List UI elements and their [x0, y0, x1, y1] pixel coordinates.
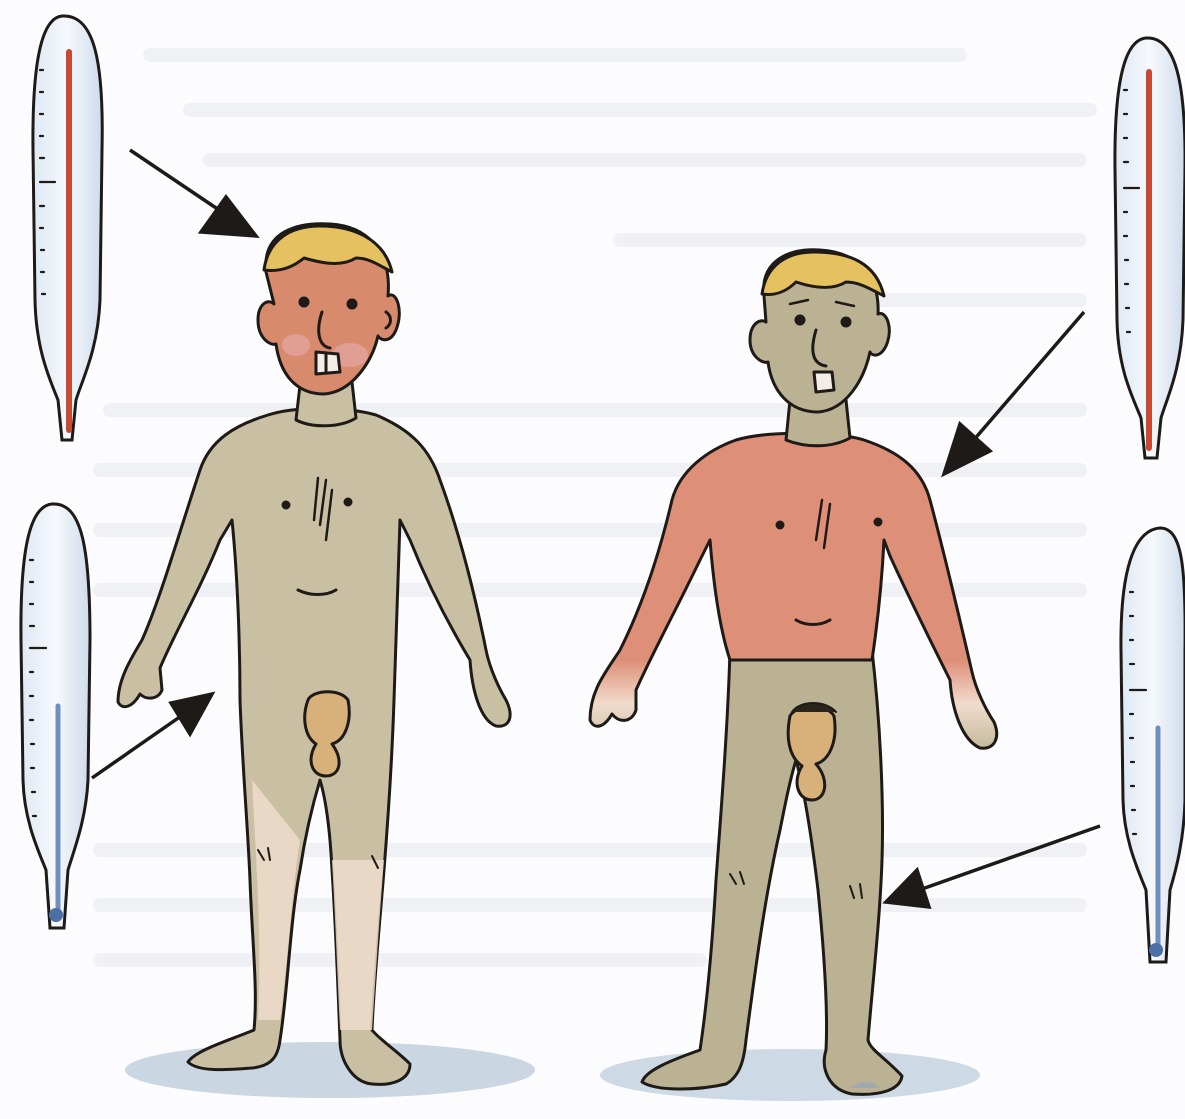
thermometer-icon	[1115, 38, 1185, 458]
right-figure-legs	[642, 650, 902, 1094]
arrow-icon	[886, 826, 1100, 907]
figure-warm-torso	[590, 250, 997, 1101]
thermometer-icon	[33, 16, 102, 440]
thermometer-icon	[21, 504, 90, 928]
arrow-icon	[92, 694, 212, 778]
thermometer-icon	[1121, 528, 1185, 962]
arrow-icon	[944, 312, 1084, 474]
